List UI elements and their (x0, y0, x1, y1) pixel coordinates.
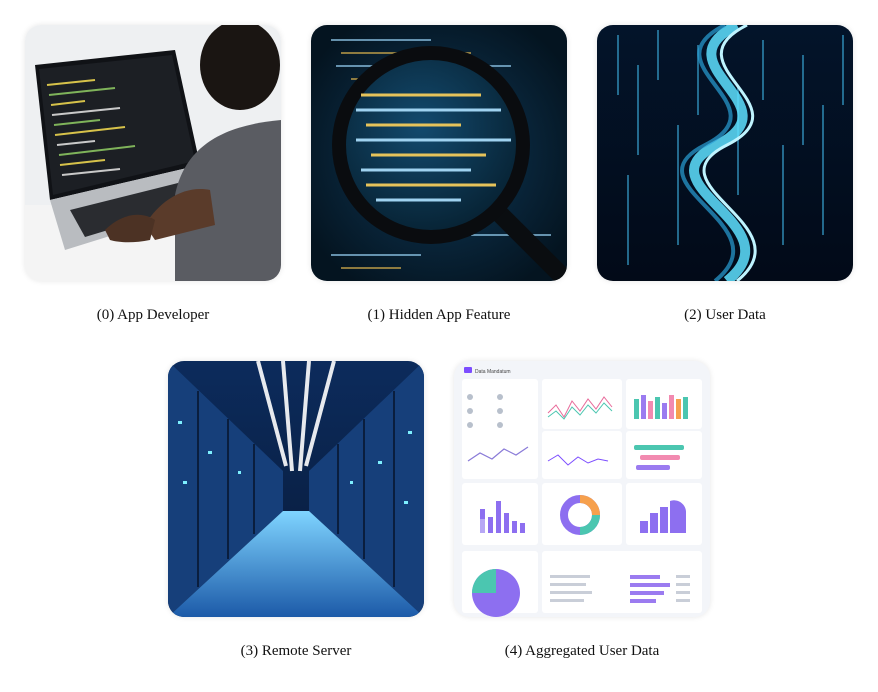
laptop-developer-image (25, 25, 281, 281)
server-room-image (168, 361, 424, 617)
magnifier-code-image (311, 25, 567, 281)
caption-hidden-app-feature: (1) Hidden App Feature (367, 307, 511, 323)
caption-user-data: (2) User Data (684, 307, 766, 323)
caption-app-developer: (0) App Developer (96, 307, 210, 323)
caption-remote-server: (3) Remote Server (240, 643, 352, 659)
brand-logo-icon (464, 367, 472, 373)
caption-aggregated-user-data: (4) Aggregated User Data (504, 643, 660, 659)
card-app-developer (25, 25, 281, 281)
card-user-data (597, 25, 853, 281)
card-aggregated-user-data: Data Mandatum (454, 361, 710, 617)
card-remote-server (168, 361, 424, 617)
dashboard-brand-text: Data Mandatum (475, 369, 511, 375)
card-hidden-app-feature (311, 25, 567, 281)
dashboard-image: Data Mandatum (454, 361, 710, 617)
data-helix-image (597, 25, 853, 281)
